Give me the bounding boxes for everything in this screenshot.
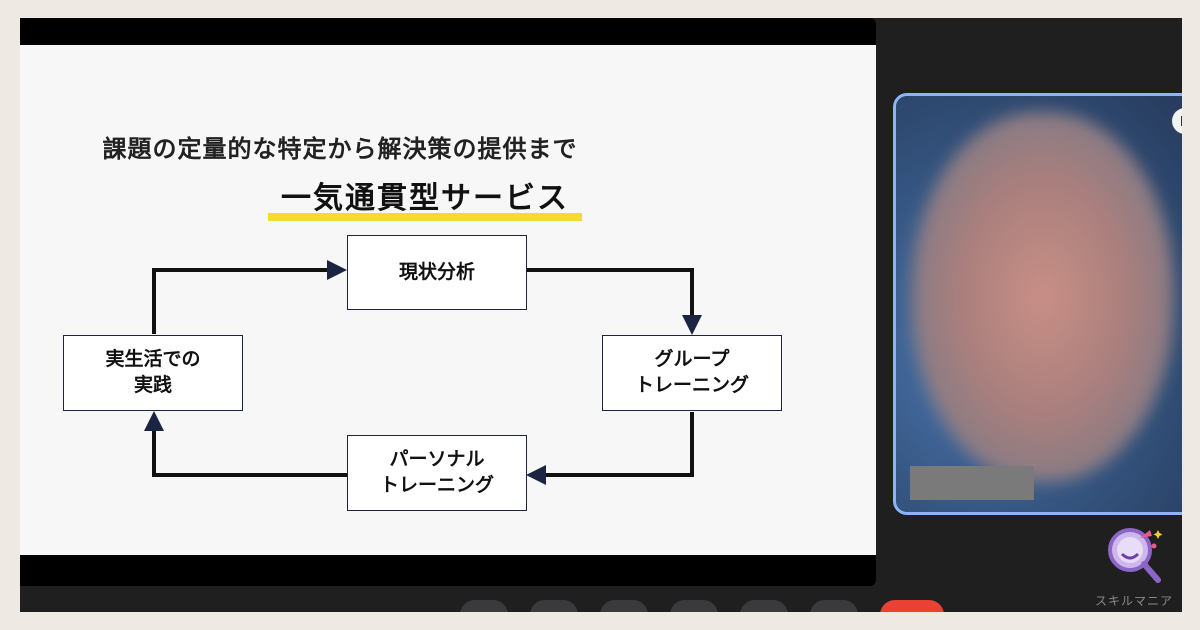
cycle-arrows [144,260,702,485]
captions-button[interactable] [600,600,648,612]
arrow-top-to-right [527,268,702,335]
reaction-button[interactable] [670,600,718,612]
more-options-button[interactable] [810,600,858,612]
pause-icon[interactable] [1172,108,1182,134]
node-group-training: グループ トレーニング [602,335,782,411]
meeting-window: 課題の定量的な特定から解決策の提供まで 一気通貫型サービス 現状分析 グループ [20,18,1182,612]
node-personal-training: パーソナル トレーニング [347,435,527,511]
node-current-analysis: 現状分析 [347,235,527,310]
node-personal-training-label-2: トレーニング [379,474,494,496]
participant-video-tile[interactable] [893,93,1182,515]
presentation-slide: 課題の定量的な特定から解決策の提供まで 一気通貫型サービス 現状分析 グループ [20,45,876,555]
node-group-training-label-1: グループ [654,348,730,371]
end-call-button[interactable] [880,600,944,612]
node-group-training-label-2: トレーニング [634,374,749,396]
slide-subtitle-highlighted: 一気通貫型サービス [268,173,582,221]
present-button[interactable] [740,600,788,612]
camera-button[interactable] [530,600,578,612]
call-controls [460,600,944,612]
blurred-face [912,112,1174,482]
skillmania-logo-icon [1108,528,1163,583]
node-personal-training-label-1: パーソナル [389,448,485,471]
node-current-analysis-label: 現状分析 [398,260,475,283]
shared-screen: 課題の定量的な特定から解決策の提供まで 一気通貫型サービス 現状分析 グループ [20,18,876,586]
arrow-bottom-to-left [144,411,347,477]
node-real-life-practice-label-2: 実践 [133,374,172,396]
brand-name: スキルマニア [1094,594,1173,608]
arrow-left-to-top [152,260,347,334]
arrow-right-to-bottom [526,412,694,485]
node-real-life-practice: 実生活での 実践 [63,335,243,411]
participant-name-redacted [910,466,1034,500]
slide-title: 課題の定量的な特定から解決策の提供まで [102,135,578,163]
brand-logo: スキルマニア [1088,524,1180,609]
node-real-life-practice-label-1: 実生活での [105,348,201,371]
mic-button[interactable] [460,600,508,612]
